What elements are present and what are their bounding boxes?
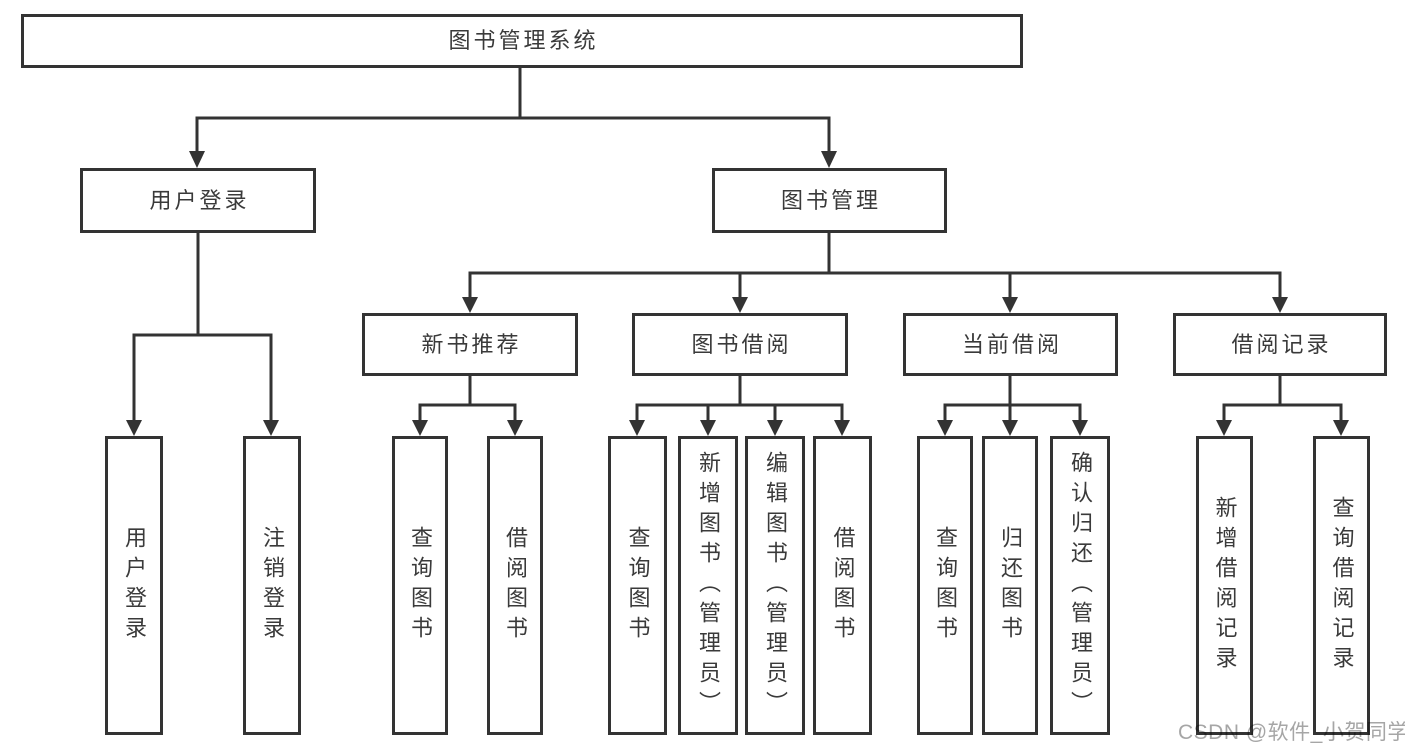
connector-new-book-split	[412, 376, 523, 436]
leaf-user-login: 用户登录	[105, 436, 163, 735]
node-borrow-record: 借阅记录	[1173, 313, 1387, 376]
leaf-add-books-admin: 新增图书（管理员）	[678, 436, 738, 735]
leaf-logout: 注销登录	[243, 436, 301, 735]
leaf-return-books: 归还图书	[982, 436, 1038, 735]
connector-borrow-record-split	[1216, 376, 1349, 436]
leaf-query-books-3: 查询图书	[917, 436, 973, 735]
csdn-watermark: CSDN @软件_小贺同学	[1178, 721, 1405, 744]
node-root: 图书管理系统	[21, 14, 1023, 68]
leaf-query-books-2: 查询图书	[608, 436, 667, 735]
node-new-book-recommend: 新书推荐	[362, 313, 578, 376]
connector-book-mgmt-split	[462, 233, 1288, 313]
leaf-confirm-return-admin: 确认归还（管理员）	[1050, 436, 1110, 735]
connector-book-borrow-split	[629, 376, 850, 436]
node-book-borrow: 图书借阅	[632, 313, 848, 376]
leaf-add-borrow-record: 新增借阅记录	[1196, 436, 1253, 735]
leaf-query-books-1: 查询图书	[392, 436, 448, 735]
leaf-query-borrow-record: 查询借阅记录	[1313, 436, 1370, 735]
connector-user-login-split	[126, 233, 279, 436]
leaf-borrow-books-1: 借阅图书	[487, 436, 543, 735]
node-user-login: 用户登录	[80, 168, 316, 233]
node-current-borrow: 当前借阅	[903, 313, 1118, 376]
connector-root-to-level2	[189, 68, 837, 168]
connector-current-borrow-split	[937, 376, 1088, 436]
node-book-mgmt: 图书管理	[712, 168, 947, 233]
leaf-edit-books-admin: 编辑图书（管理员）	[745, 436, 805, 735]
leaf-borrow-books-2: 借阅图书	[813, 436, 872, 735]
